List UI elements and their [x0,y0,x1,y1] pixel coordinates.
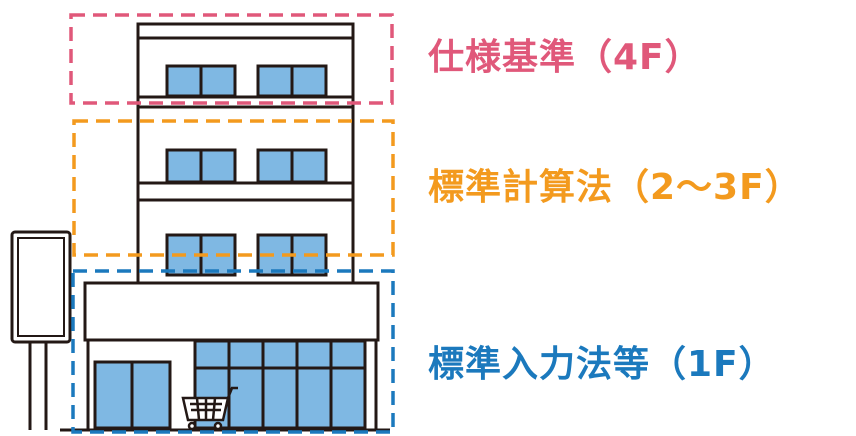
region-box-bottom [71,269,395,434]
windows-3f [165,148,328,184]
shop-door [93,360,172,430]
floor-band-3f [136,181,355,202]
building-illustration [60,22,390,432]
windows-4f [165,64,328,98]
region-box-middle [72,119,395,257]
region-box-top [69,13,394,105]
signboard-icon [10,230,72,430]
label-4f-spec-standard: 仕様基準（4F） [428,37,702,78]
storefront-canopy [83,281,380,342]
label-1f-standard-input: 標準入力法等（1F） [428,344,776,385]
label-2-3f-standard-calculation: 標準計算法（2～3F） [428,167,802,208]
shopping-cart-icon [181,386,238,431]
